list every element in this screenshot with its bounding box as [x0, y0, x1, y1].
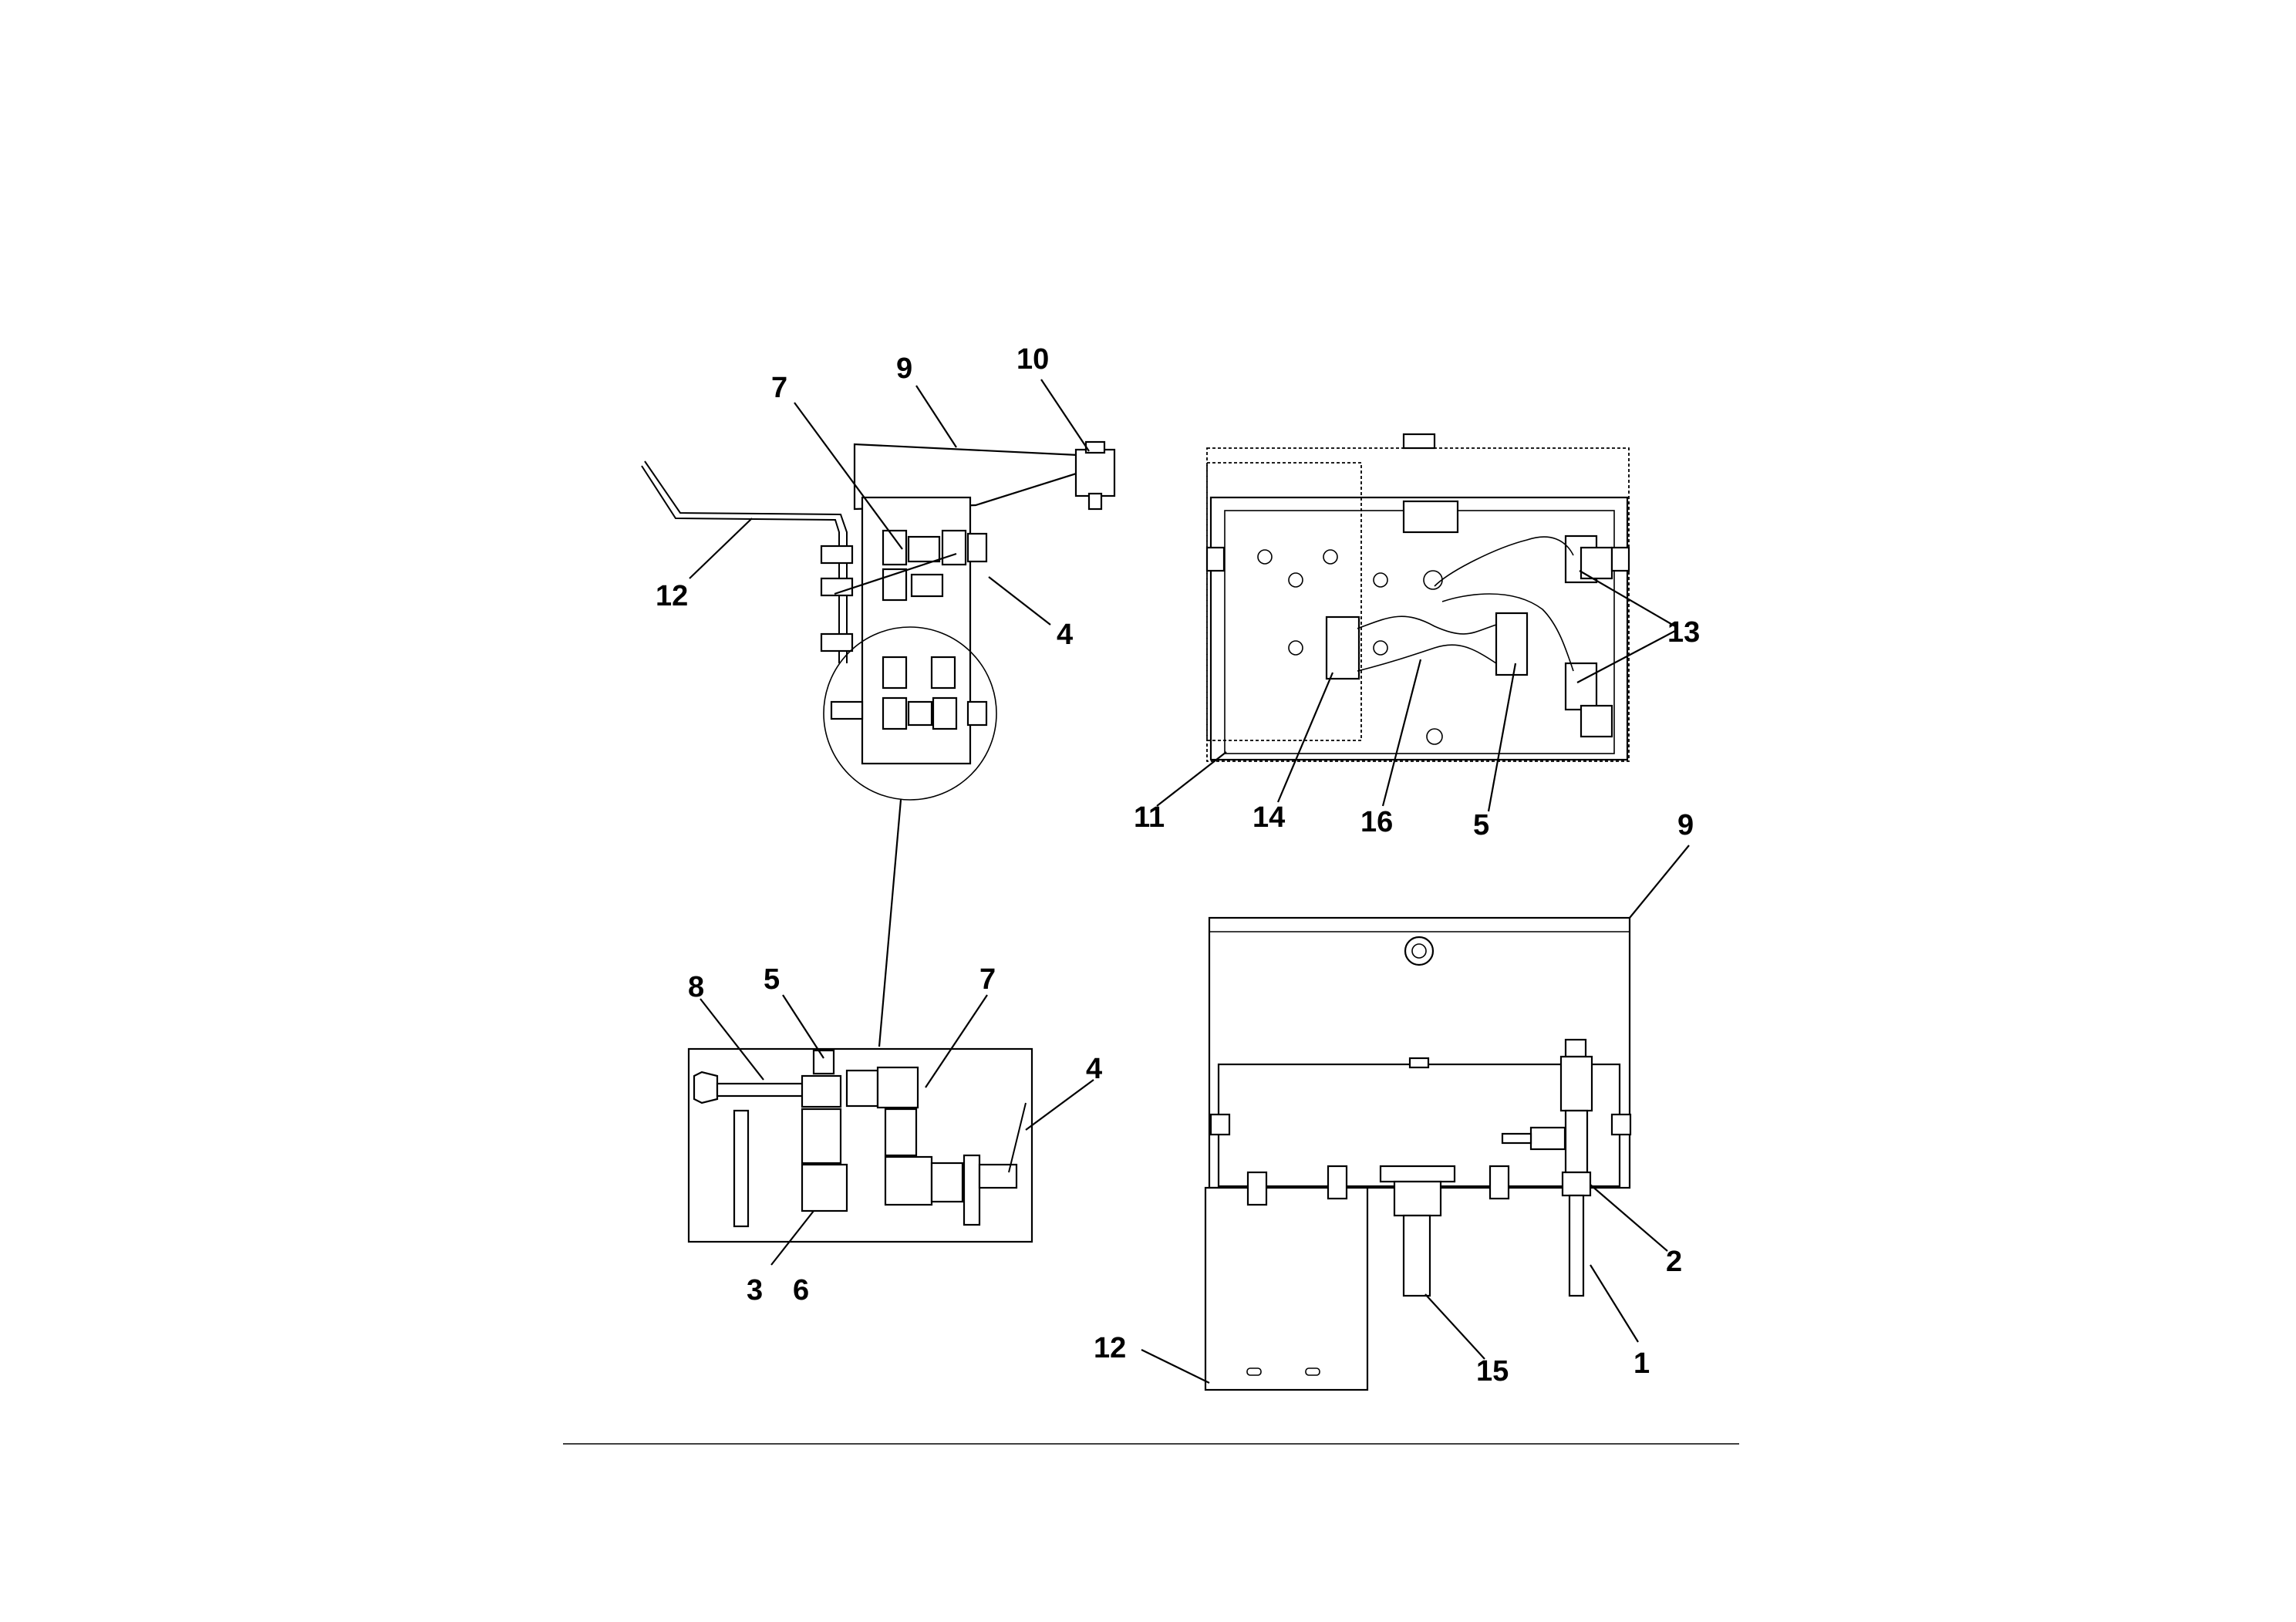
detail-circle [823, 626, 997, 801]
pipe-1 [1568, 1194, 1585, 1297]
callout-15: 15 [1476, 1355, 1509, 1388]
callout-2: 2 [1666, 1246, 1682, 1278]
mount-front-right [1610, 1113, 1632, 1136]
fitting-right-upper [1580, 546, 1613, 580]
callout-9-front: 9 [1677, 809, 1694, 841]
detail-elbow [884, 1108, 918, 1157]
callout-5-detail: 5 [764, 963, 780, 996]
block-14 [1325, 615, 1360, 680]
tube-16-d [1441, 593, 1574, 672]
callout-8: 8 [688, 971, 704, 1003]
bracket-12-outline [644, 460, 848, 663]
detail-fitting-a [801, 1074, 842, 1108]
detail-lever-4 [1008, 1102, 1027, 1173]
tube-16-b [1357, 644, 1497, 672]
stack-upper-body [1559, 1055, 1593, 1112]
detail-link-line [878, 799, 902, 1047]
bracket-12-outline-inner [641, 465, 840, 663]
hole [1257, 549, 1273, 565]
callout-12-top: 12 [656, 580, 688, 612]
callout-12-front: 12 [1094, 1332, 1126, 1364]
callout-9-top: 9 [896, 352, 912, 385]
bracket-12-dashed [1206, 462, 1362, 741]
detail-valve-handle-4 [978, 1163, 1018, 1189]
slot-right [1305, 1367, 1320, 1376]
tube-16-a [1357, 615, 1497, 635]
view-detail-enlargement [687, 1047, 1033, 1243]
knob-front-outer [1404, 936, 1435, 966]
callout-14: 14 [1253, 801, 1285, 834]
tube-16-c [1434, 536, 1574, 587]
fastener [1426, 728, 1443, 745]
knob-top [1402, 433, 1436, 450]
view-front-assembly [1204, 916, 1632, 1391]
hole [1288, 640, 1303, 656]
stack-mid [1564, 1109, 1589, 1174]
callout-16: 16 [1360, 806, 1393, 838]
stack-top-cap [1564, 1038, 1587, 1058]
leader-lines [689, 379, 1690, 1384]
detail-tee-7 [876, 1066, 919, 1109]
cover-side [853, 443, 1112, 511]
detail-nut-left [693, 1071, 719, 1104]
front-stud-2 [1327, 1165, 1348, 1200]
callout-13: 13 [1667, 616, 1700, 649]
view-side-assembly [641, 440, 1116, 1047]
knob-10-stem [1087, 492, 1103, 511]
bracket-12-front [1204, 1186, 1369, 1391]
detail-rod [733, 1109, 750, 1228]
knob-10-body [1074, 448, 1116, 497]
front-nut-top [1408, 1057, 1430, 1069]
callout-labels: 7 9 10 12 4 8 5 7 4 3 6 11 14 16 5 13 9 … [656, 343, 1700, 1388]
nut-2 [1561, 1171, 1592, 1197]
callout-3: 3 [747, 1274, 763, 1307]
detail-elbow-lower [884, 1155, 933, 1206]
hole [1373, 640, 1388, 656]
side-fitting [1529, 1126, 1566, 1151]
fittings-upper-row [820, 529, 988, 602]
callout-4-detail: 4 [1086, 1053, 1102, 1085]
callout-10: 10 [1017, 343, 1049, 376]
mount-right-upper [1610, 546, 1630, 572]
detail-clip-5 [812, 1049, 835, 1075]
callout-4-top: 4 [1057, 619, 1073, 651]
slot-left [1246, 1367, 1262, 1376]
drain-15-pipe [1402, 1214, 1431, 1297]
callout-11: 11 [1134, 801, 1165, 834]
mount-front-left [1209, 1113, 1231, 1136]
detail-fitting-b [801, 1108, 842, 1165]
view-top-assembly [1205, 433, 1630, 762]
block-5 [1495, 612, 1529, 676]
front-stud-3 [1489, 1165, 1510, 1200]
callout-6: 6 [793, 1274, 809, 1307]
mount-left-upper [1205, 546, 1226, 572]
fittings-lower-row [820, 632, 988, 730]
detail-union [845, 1069, 879, 1108]
callout-7-top: 7 [771, 372, 787, 404]
detail-plate [963, 1154, 981, 1226]
fitting-right-lower [1580, 704, 1613, 738]
callout-7-detail: 7 [979, 963, 996, 996]
knob-front-inner [1411, 943, 1427, 959]
box-11 [1209, 496, 1629, 761]
hole [1288, 572, 1303, 588]
callout-1: 1 [1633, 1347, 1650, 1380]
valve-13-lower [1564, 662, 1598, 711]
callout-5-top-view: 5 [1473, 809, 1489, 841]
drain-15-flange [1379, 1165, 1456, 1183]
drain-15-nut [1393, 1180, 1442, 1217]
front-stud-1 [1246, 1171, 1268, 1206]
detail-coupling [930, 1162, 964, 1203]
block-top-mid [1402, 500, 1459, 534]
detail-fitting-3-6 [801, 1163, 848, 1212]
hole [1323, 549, 1338, 565]
side-pipe [1501, 1132, 1532, 1145]
hole [1373, 572, 1388, 588]
